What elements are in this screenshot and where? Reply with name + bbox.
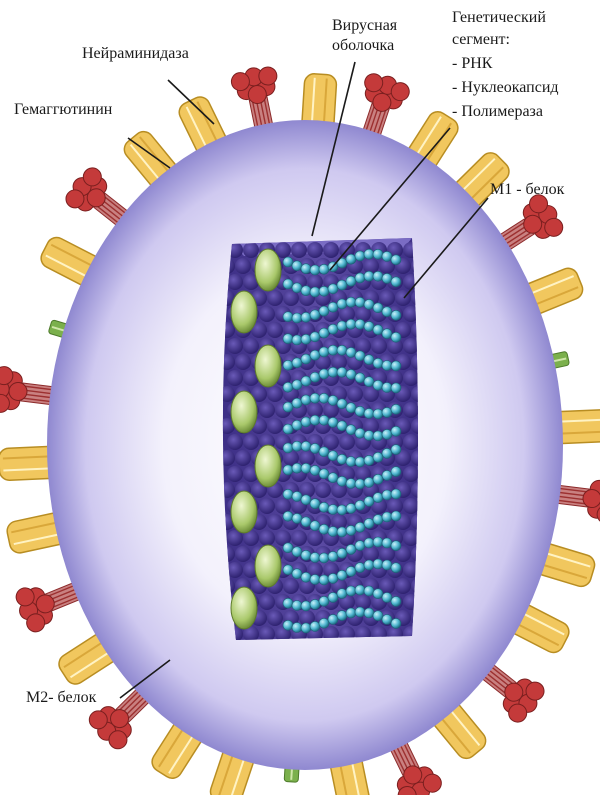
polymerase-complex <box>231 491 257 533</box>
polymerase-complex <box>231 391 257 433</box>
polymerase-complex <box>255 249 281 291</box>
label-envelope-line2: оболочка <box>332 36 394 55</box>
polymerase-complex <box>231 291 257 333</box>
label-segment-item2: - Нуклеокапсид <box>452 78 559 97</box>
polymerase-complex <box>255 445 281 487</box>
polymerase-complex <box>231 587 257 629</box>
label-neuraminidase: Нейраминидаза <box>82 44 189 63</box>
label-hemagglutinin: Гемаггютинин <box>14 100 112 119</box>
label-segment-line2: сегмент: <box>452 30 510 49</box>
label-segment-line1: Генетический <box>452 8 546 27</box>
polymerase-complex <box>255 345 281 387</box>
label-m1: М1 - белок <box>490 180 564 199</box>
label-envelope-line1: Вирусная <box>332 16 397 35</box>
cutaway-matrix <box>219 238 427 642</box>
label-segment-item3: - Полимераза <box>452 102 543 121</box>
label-segment-item1: - РНК <box>452 54 492 73</box>
polymerase-complex <box>255 545 281 587</box>
label-m2: М2- белок <box>26 688 96 707</box>
